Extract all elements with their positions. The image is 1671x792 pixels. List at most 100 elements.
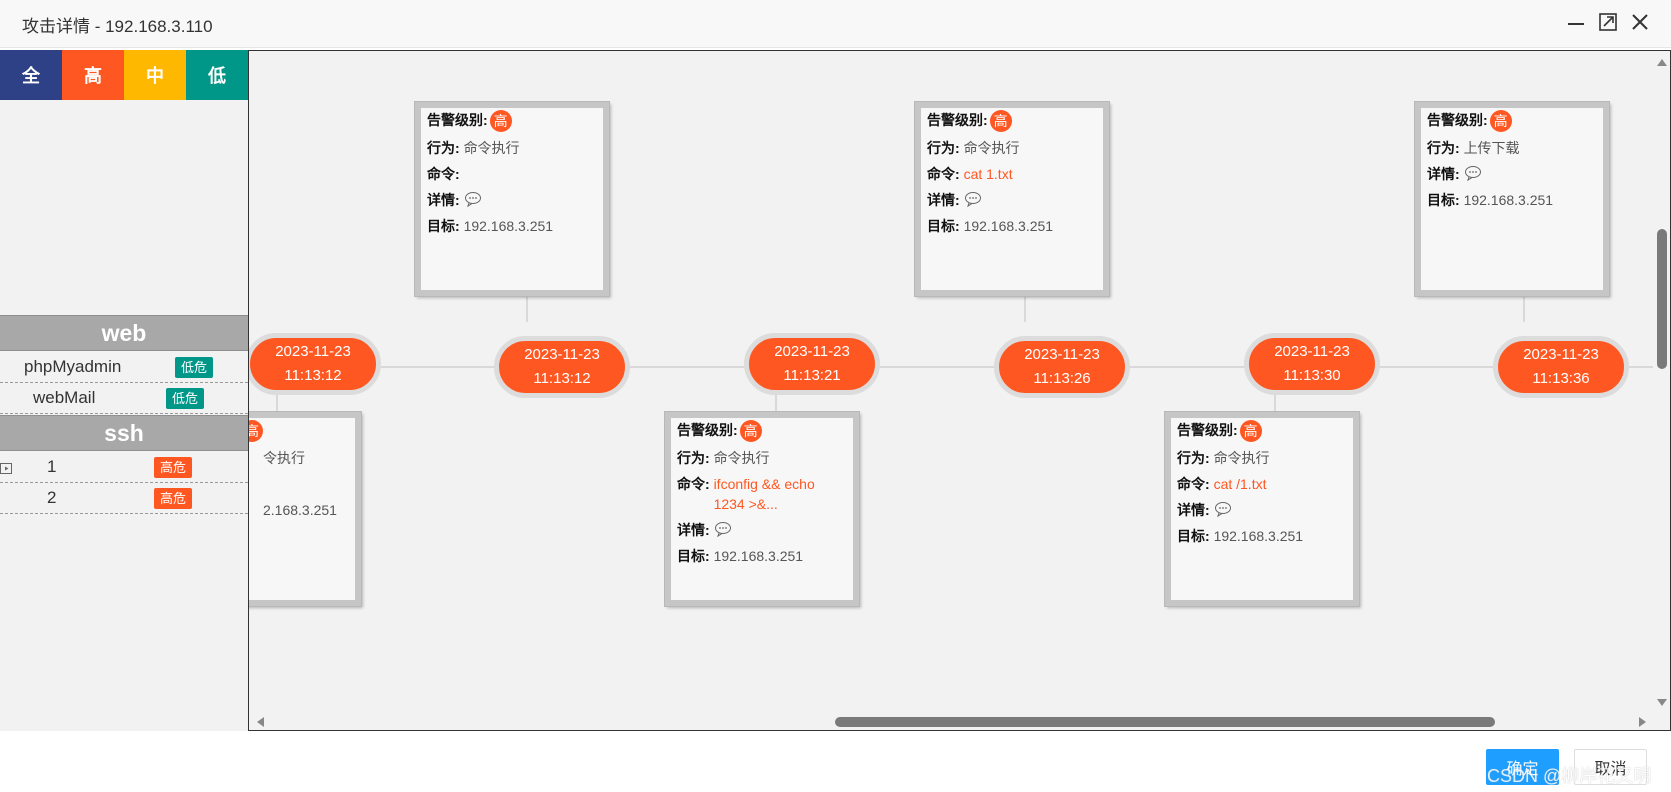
close-icon[interactable] <box>1628 10 1652 34</box>
alert-behavior: 上传下载 <box>1463 140 1520 156</box>
attack-category-panel: 全 高 中 低 web phpMyadmin 低危 webMail 低危 ssh… <box>0 50 248 731</box>
dialog-title: 攻击详情 - 192.168.3.110 <box>22 17 213 36</box>
list-item-label: phpMyadmin <box>24 357 122 376</box>
target-label: 目标: <box>427 218 460 234</box>
alert-level-label: 告警级别: <box>427 112 488 128</box>
connector <box>1523 286 1525 322</box>
details-label: 详情: <box>927 192 960 208</box>
connector <box>775 379 777 413</box>
group-header-ssh: ssh <box>0 415 248 451</box>
alert-target: 192.168.3.251 <box>463 218 554 234</box>
timeline-node[interactable]: 2023-11-23 11:13:12 <box>494 336 630 398</box>
alert-level-label: 告警级别: <box>1177 422 1238 438</box>
chat-icon[interactable] <box>714 520 732 538</box>
level-high-badge: 高 <box>739 420 762 442</box>
behavior-label: 行为: <box>927 140 960 156</box>
alert-level-label: 告警级别: <box>677 422 738 438</box>
details-label: 详情: <box>1427 166 1460 182</box>
filter-all-button[interactable]: 全 <box>0 50 62 100</box>
alert-level-label: 告警级别: <box>927 112 988 128</box>
alert-target: 192.168.3.251 <box>963 218 1054 234</box>
alert-command: cat 1.txt <box>963 166 1013 182</box>
minimize-icon[interactable] <box>1564 10 1588 34</box>
level-high-badge: 高 <box>489 110 512 132</box>
timeline-node[interactable]: 2023-11-23 11:13:36 <box>1493 336 1629 398</box>
scroll-left-icon[interactable] <box>257 717 264 727</box>
timeline-node[interactable]: 2023-11-23 11:13:21 <box>744 333 880 395</box>
chat-icon[interactable] <box>464 190 482 208</box>
risk-badge: 高危 <box>154 488 193 509</box>
alert-behavior: 命令执行 <box>963 140 1020 156</box>
confirm-button[interactable]: 确定 <box>1486 749 1559 785</box>
list-item-label: 2 <box>47 488 57 507</box>
filter-medium-button[interactable]: 中 <box>124 50 186 100</box>
horizontal-scroll-thumb[interactable] <box>835 717 1495 727</box>
alert-target: 2.168.3.251 <box>263 502 337 518</box>
alert-command: ifconfig && echo 1234 >&... <box>713 476 815 512</box>
dialog-titlebar: 攻击详情 - 192.168.3.110 <box>0 0 1671 48</box>
target-label: 目标: <box>1427 192 1460 208</box>
timeline-node[interactable]: 2023-11-23 11:13:26 <box>994 336 1130 398</box>
alert-level-label: 告警级别: <box>1427 112 1488 128</box>
timeline-axis <box>249 366 1654 368</box>
level-high-badge: 高 <box>989 110 1012 132</box>
vertical-scroll-thumb[interactable] <box>1657 229 1667 369</box>
cancel-button[interactable]: 取消 <box>1574 749 1647 785</box>
node-time: 11:13:36 <box>1532 370 1590 387</box>
scroll-right-icon[interactable] <box>1639 717 1646 727</box>
video-icon <box>0 460 16 474</box>
list-item-phpmyadmin[interactable]: phpMyadmin 低危 <box>0 352 248 383</box>
command-label: 命令: <box>1177 476 1210 492</box>
list-item-webmail[interactable]: webMail 低危 <box>0 383 248 414</box>
details-label: 详情: <box>1177 502 1210 518</box>
details-label: 详情: <box>677 522 710 538</box>
node-time: 11:13:12 <box>284 367 342 384</box>
node-time: 11:13:12 <box>533 370 591 387</box>
risk-badge: 高危 <box>154 457 193 478</box>
timeline-node[interactable]: 2023-11-23 11:13:12 <box>249 333 381 395</box>
node-date: 2023-11-23 <box>774 343 850 360</box>
alert-card: 告警级别:高 行为: 上传下载 详情: 目标: 192.168.3.251 <box>1415 102 1609 296</box>
node-date: 2023-11-23 <box>524 346 600 363</box>
connector <box>1024 286 1026 322</box>
behavior-label: 行为: <box>1427 140 1460 156</box>
scroll-down-icon[interactable] <box>1657 699 1667 706</box>
attack-timeline[interactable]: 2023-11-23 11:13:12 2023-11-23 11:13:12 … <box>248 50 1671 731</box>
node-date: 2023-11-23 <box>275 343 351 360</box>
list-item-label: webMail <box>33 388 96 407</box>
maximize-icon[interactable] <box>1596 10 1620 34</box>
chat-icon[interactable] <box>1214 500 1232 518</box>
command-label: 命令: <box>427 166 460 182</box>
node-date: 2023-11-23 <box>1523 346 1599 363</box>
connector <box>276 379 278 413</box>
chat-icon[interactable] <box>1464 164 1482 182</box>
filter-low-button[interactable]: 低 <box>186 50 248 100</box>
connector <box>526 286 528 322</box>
level-high-badge: 高 <box>1489 110 1512 132</box>
risk-badge: 低危 <box>166 388 205 409</box>
horizontal-scrollbar[interactable] <box>249 713 1654 730</box>
vertical-scrollbar[interactable] <box>1653 51 1670 715</box>
alert-behavior: 命令执行 <box>1213 450 1270 466</box>
target-label: 目标: <box>927 218 960 234</box>
behavior-label: 行为: <box>677 450 710 466</box>
chat-icon[interactable] <box>964 190 982 208</box>
behavior-label: 行为: <box>1177 450 1210 466</box>
list-item-ssh-1[interactable]: 1 高危 <box>0 452 248 483</box>
timeline-node[interactable]: 2023-11-23 11:13:30 <box>1244 333 1380 395</box>
alert-card: 告警级别:高 行为: 命令执行 命令: ifconfig && echo 123… <box>665 412 859 606</box>
scroll-up-icon[interactable] <box>1657 59 1667 66</box>
risk-badge: 低危 <box>175 357 214 378</box>
alert-behavior: 命令执行 <box>463 140 520 156</box>
filter-high-button[interactable]: 高 <box>62 50 124 100</box>
node-date: 2023-11-23 <box>1024 346 1100 363</box>
level-high-badge: 高 <box>249 420 263 442</box>
list-item-label: 1 <box>47 457 57 476</box>
level-high-badge: 高 <box>1239 420 1262 442</box>
watermark-text: CSDN @柳岸花又明 <box>1487 766 1652 786</box>
node-time: 11:13:21 <box>783 367 841 384</box>
alert-card: 告警级别:高 行为: 命令执行 命令: cat 1.txt 详情: 目标: 19… <box>915 102 1109 296</box>
group-header-web: web <box>0 315 248 351</box>
list-item-ssh-2[interactable]: 2 高危 <box>0 483 248 514</box>
alert-target: 192.168.3.251 <box>713 548 804 564</box>
